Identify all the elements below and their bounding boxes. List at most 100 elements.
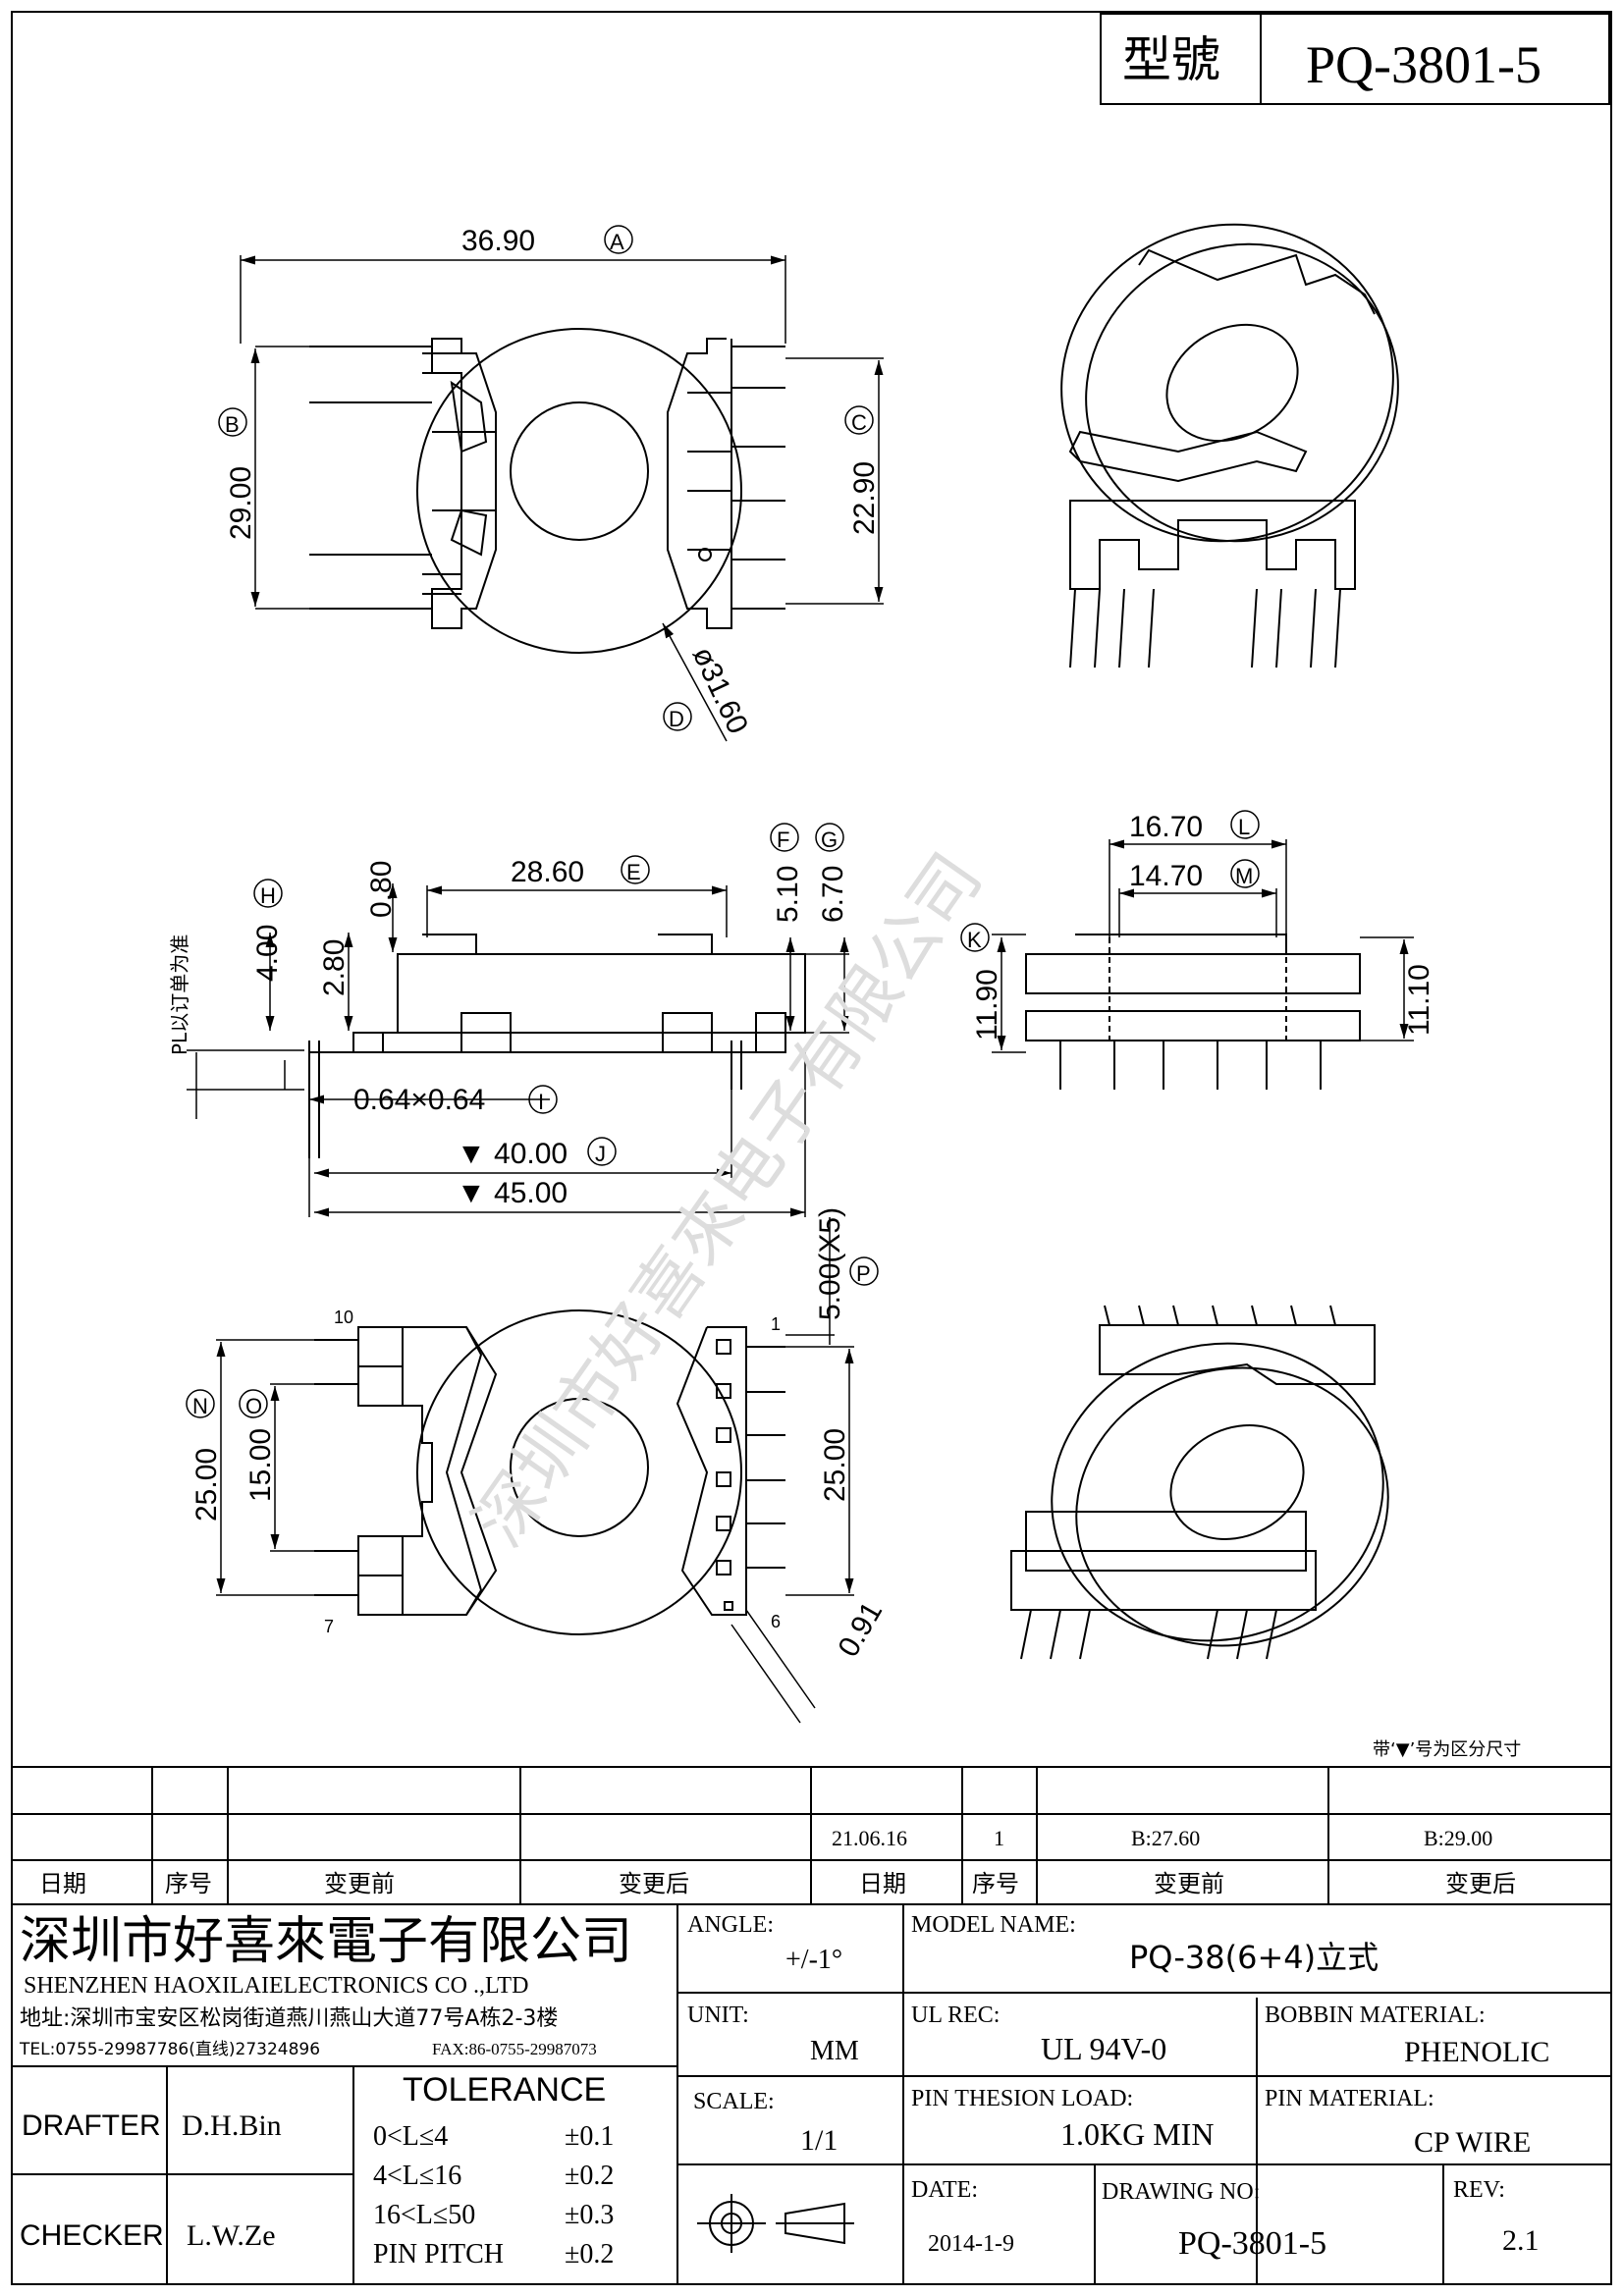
dim-bottom-25-left: 25.00 xyxy=(190,1448,223,1522)
scale-value: 1/1 xyxy=(800,2124,838,2157)
pin-7-label: 7 xyxy=(324,1617,334,1636)
dim-5-10: 5.10 xyxy=(772,866,804,923)
bobbin-value: PHENOLIC xyxy=(1404,2036,1549,2068)
hdr-after-2: 变更后 xyxy=(1445,1870,1516,1897)
dim-15-00: 15.00 xyxy=(244,1428,277,1502)
company-tel: TEL:0755-29987786(直线)27324896 xyxy=(19,2040,320,2059)
dim-2-80: 2.80 xyxy=(318,939,351,996)
company-fax: FAX:86-0755-29987073 xyxy=(432,2040,597,2058)
tag-l: L xyxy=(1238,815,1250,839)
dim-bottom-25-right: 25.00 xyxy=(819,1428,851,1502)
tag-h: H xyxy=(260,883,276,908)
bottom-view xyxy=(314,1309,785,1635)
rev-date: 21.06.16 xyxy=(832,1826,907,1850)
company-name-en: SHENZHEN HAOXILAIELECTRONICS CO .,LTD xyxy=(24,1973,528,1999)
tag-d: D xyxy=(669,707,684,731)
drafter-label: DRAFTER xyxy=(22,2109,161,2142)
rev-after: B:29.00 xyxy=(1424,1826,1492,1850)
angle-label: ANGLE: xyxy=(687,1912,774,1938)
pin-load-label: PIN THESION LOAD: xyxy=(911,2086,1133,2111)
front-view-dims xyxy=(992,839,1414,1053)
drawing-no-label: DRAWING NO: xyxy=(1102,2179,1260,2205)
hdr-date-1: 日期 xyxy=(39,1870,86,1897)
tol-range-1: 0<L≤4 xyxy=(373,2121,448,2152)
dim-45-00: ▼ 45.00 xyxy=(457,1177,568,1209)
tag-k: K xyxy=(967,928,982,952)
bottom-view-dims xyxy=(216,1217,854,1724)
iso-view-bottom xyxy=(1010,1305,1389,1660)
tag-f: F xyxy=(777,828,789,852)
front-view xyxy=(1025,934,1361,1090)
tol-range-4: PIN PITCH xyxy=(373,2239,504,2269)
dim-11-90: 11.90 xyxy=(971,969,1003,1041)
dim-22-90: 22.90 xyxy=(848,461,881,535)
side-view-dims xyxy=(187,883,849,1217)
tag-n: N xyxy=(192,1394,208,1418)
tol-value-4: ±0.2 xyxy=(565,2239,614,2269)
hdr-seq-1: 序号 xyxy=(165,1870,212,1897)
tol-value-2: ±0.2 xyxy=(565,2161,614,2191)
tag-j: J xyxy=(595,1142,606,1166)
pin-6-label: 6 xyxy=(771,1612,781,1631)
tol-range-3: 16<L≤50 xyxy=(373,2200,475,2230)
dim-dia: ø31.60 xyxy=(686,642,754,739)
drawing-no-value: PQ-3801-5 xyxy=(1178,2225,1326,2262)
company-name-cn: 深圳市好喜來電子有限公司 xyxy=(20,1912,632,1971)
rev-label: REV: xyxy=(1453,2177,1505,2203)
size-note: 带‘▼’号为区分尺寸 xyxy=(1373,1739,1521,1760)
pin-10-label: 10 xyxy=(334,1308,353,1327)
tag-o: O xyxy=(245,1394,262,1418)
tag-i: I xyxy=(538,1090,544,1114)
hdr-before-1: 变更前 xyxy=(324,1870,395,1897)
dim-40-00: ▼ 40.00 xyxy=(457,1138,568,1170)
angle-value: +/-1° xyxy=(785,1945,842,1975)
model-name-label: MODEL NAME: xyxy=(911,1912,1076,1938)
tag-b: B xyxy=(225,412,240,437)
dim-16-70: 16.70 xyxy=(1129,811,1203,843)
dim-11-10: 11.10 xyxy=(1403,964,1435,1036)
ul-label: UL REC: xyxy=(911,2002,1000,2028)
checker-label: CHECKER xyxy=(20,2219,164,2252)
projection-symbol xyxy=(697,2194,854,2253)
title-block-grid xyxy=(12,1904,1611,2284)
rev-value: 2.1 xyxy=(1502,2224,1540,2257)
dim-0-91: 0.91 xyxy=(832,1596,889,1662)
top-title-box xyxy=(1100,13,1610,105)
dim-29-00: 29.00 xyxy=(225,466,257,540)
hdr-seq-2: 序号 xyxy=(972,1870,1019,1897)
company-block: 深圳市好喜來電子有限公司 SHENZHEN HAOXILAIELECTRONIC… xyxy=(19,1912,632,2059)
dim-4-00: 4.00 xyxy=(251,925,284,982)
tol-range-2: 4<L≤16 xyxy=(373,2161,461,2191)
pin-material-label: PIN MATERIAL: xyxy=(1265,2086,1434,2111)
tolerance-rows: 0<L≤4 ±0.1 4<L≤16 ±0.2 16<L≤50 ±0.3 PIN … xyxy=(373,2121,614,2269)
dim-6-70: 6.70 xyxy=(817,866,849,923)
rev-seq: 1 xyxy=(994,1826,1004,1850)
dim-28-60: 28.60 xyxy=(511,856,584,888)
dim-0-80: 0.80 xyxy=(365,861,398,918)
tag-a: A xyxy=(610,230,624,254)
company-address: 地址:深圳市宝安区松岗街道燕川燕山大道77号A栋2-3楼 xyxy=(20,2006,558,2031)
tolerance-title: TOLERANCE xyxy=(403,2071,606,2109)
model-label: 型號 xyxy=(1122,31,1220,88)
tag-p: P xyxy=(856,1261,871,1286)
pl-note: PL以订单为准 xyxy=(168,934,191,1055)
tol-value-3: ±0.3 xyxy=(565,2200,614,2230)
dim-pitch: 5.00(X5) xyxy=(814,1207,846,1320)
hdr-after-1: 变更后 xyxy=(619,1870,689,1897)
dim-pin-square: 0.64×0.64 xyxy=(353,1084,485,1116)
rev-before: B:27.60 xyxy=(1131,1826,1200,1850)
tol-value-1: ±0.1 xyxy=(565,2121,614,2152)
pin-1-label: 1 xyxy=(771,1314,781,1334)
top-view xyxy=(309,328,785,654)
scale-label: SCALE: xyxy=(693,2089,775,2114)
pin-load-value: 1.0KG MIN xyxy=(1060,2116,1214,2152)
dim-14-70: 14.70 xyxy=(1129,860,1203,892)
sheet-border xyxy=(11,11,1612,2285)
date-label: DATE: xyxy=(911,2177,978,2203)
tag-g: G xyxy=(821,828,838,852)
revision-table xyxy=(12,1766,1611,1905)
iso-view-top xyxy=(1060,223,1399,668)
unit-label: UNIT: xyxy=(687,2002,749,2028)
model-number: PQ-3801-5 xyxy=(1306,35,1542,94)
